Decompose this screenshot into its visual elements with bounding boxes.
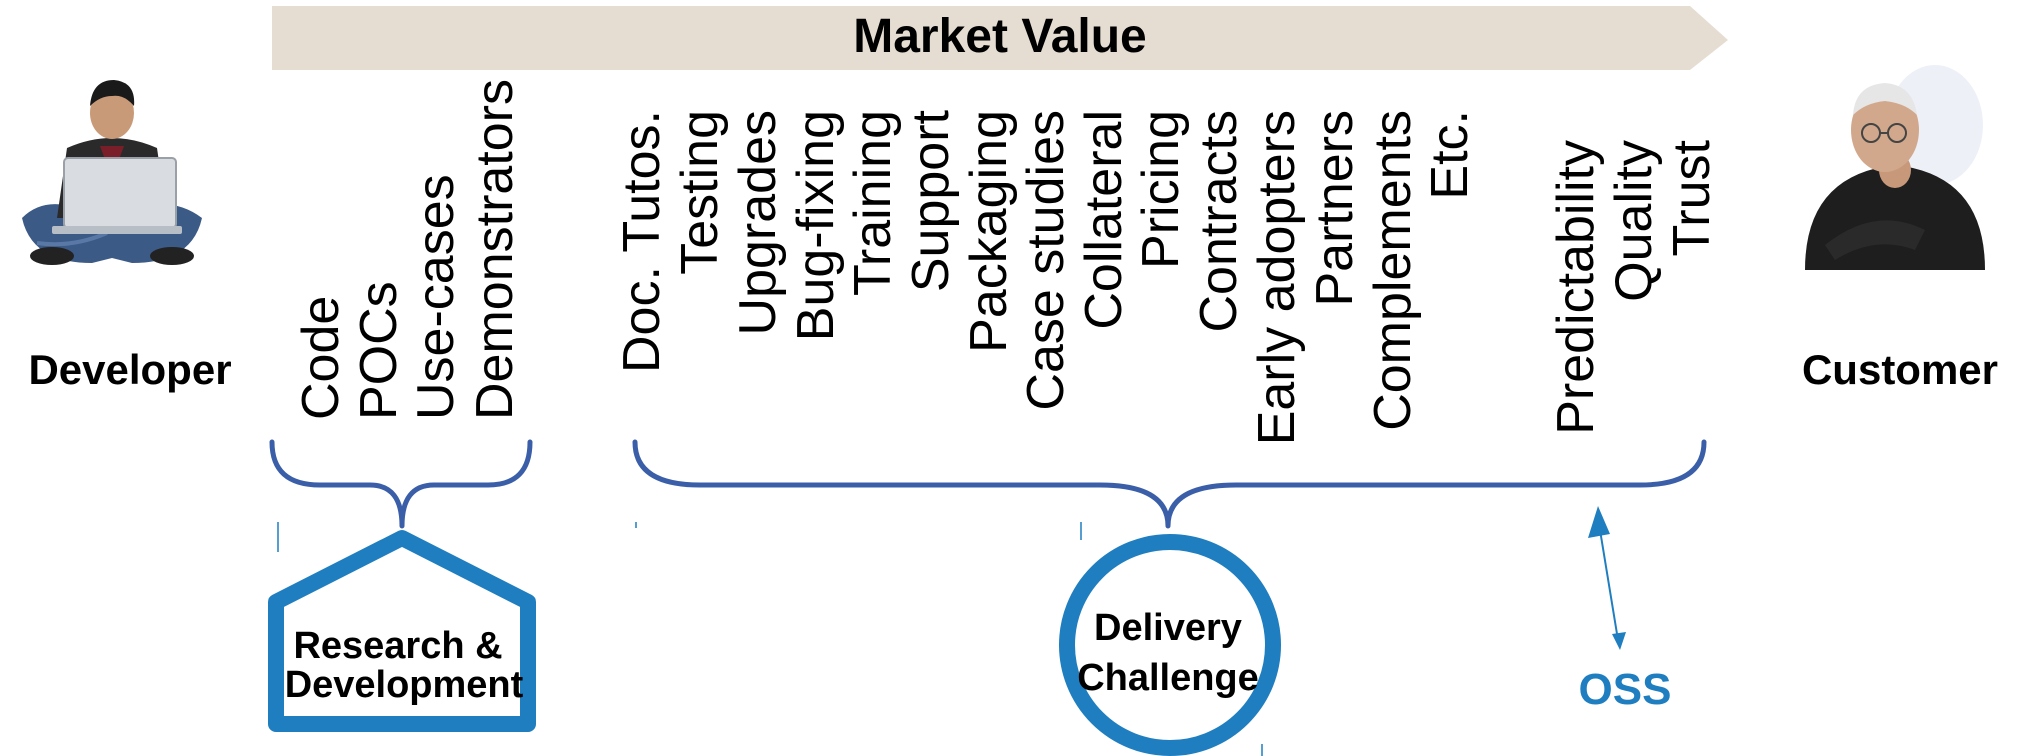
developer-label: Developer xyxy=(28,346,231,393)
delivery-item-4: Training xyxy=(844,110,902,296)
delivery-label-line1: Delivery xyxy=(1094,607,1242,649)
trust-item-2: Trust xyxy=(1663,139,1721,256)
delivery-brace xyxy=(632,439,1707,529)
thinking-customer-icon xyxy=(1785,55,2005,270)
rd-item-1: POCs xyxy=(350,281,408,420)
delivery-item-3: Bug-fixing xyxy=(787,110,845,341)
trust-item-1: Quality xyxy=(1605,140,1663,302)
rd-label-line2: Development xyxy=(285,664,524,706)
delivery-item-6: Packaging xyxy=(960,110,1018,353)
developer-with-laptop-icon xyxy=(12,58,212,294)
delivery-item-10: Contracts xyxy=(1190,110,1248,333)
rd-brace xyxy=(269,439,533,529)
delivery-item-8: Collateral xyxy=(1075,110,1133,330)
rd-item-3: Demonstrators xyxy=(466,79,524,420)
trust-item-0: Predictability xyxy=(1547,140,1605,435)
delivery-item-7: Case studies xyxy=(1017,110,1075,411)
rd-label-line1: Research & xyxy=(293,625,502,667)
delivery-item-13: Complements xyxy=(1364,110,1422,431)
rd-item-2: Use-cases xyxy=(407,174,465,420)
delivery-item-9: Pricing xyxy=(1132,110,1190,269)
customer-label: Customer xyxy=(1802,346,1998,393)
delivery-item-1: Testing xyxy=(671,110,729,275)
research-development-house xyxy=(268,530,536,732)
delivery-item-14: Etc. xyxy=(1421,110,1479,200)
oss-label: OSS xyxy=(1579,665,1672,714)
market-value-banner xyxy=(272,6,1728,70)
delivery-item-12: Partners xyxy=(1306,110,1364,307)
oss-arrow xyxy=(1588,506,1626,650)
delivery-item-11: Early adopters xyxy=(1248,110,1306,445)
delivery-item-2: Upgrades xyxy=(729,110,787,335)
delivery-item-0: Doc. Tutos. xyxy=(613,110,671,373)
delivery-label-line2: Challenge xyxy=(1077,657,1259,699)
delivery-item-5: Support xyxy=(902,109,960,292)
delivery-challenge-circle xyxy=(1059,534,1281,756)
banner-title: Market Value xyxy=(853,10,1146,63)
rd-item-0: Code xyxy=(292,296,350,420)
